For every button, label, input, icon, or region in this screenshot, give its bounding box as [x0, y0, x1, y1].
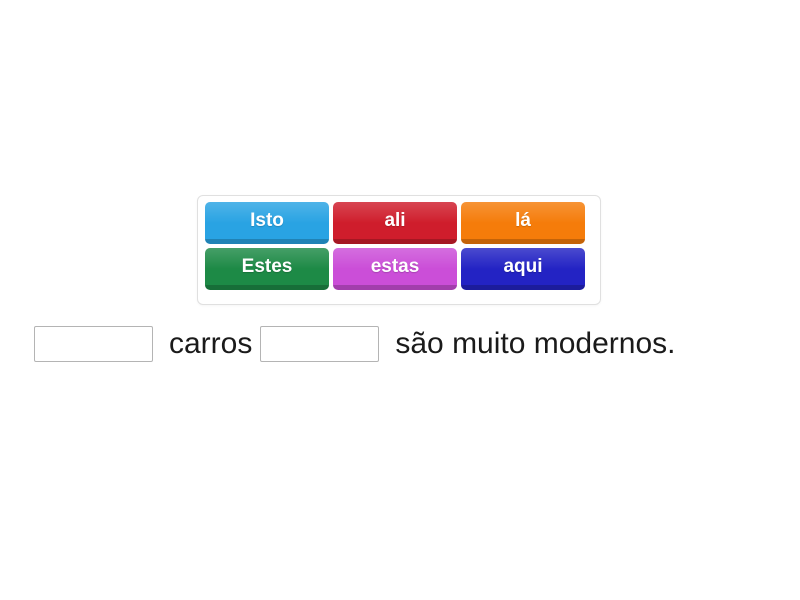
sentence-segment-1: carros — [169, 327, 253, 360]
tile-slot-4: Estes — [203, 248, 331, 294]
word-tile-label: estas — [370, 256, 420, 277]
word-tile-aqui[interactable]: aqui — [461, 248, 585, 290]
tile-slot-2: ali — [331, 202, 459, 248]
tile-slot-3: lá — [459, 202, 587, 248]
word-tile-label: aqui — [503, 256, 543, 277]
word-tile-isto[interactable]: Isto — [205, 202, 329, 244]
sentence-segment-2: são muito modernos. — [395, 327, 676, 360]
word-tile-label: ali — [384, 210, 406, 231]
word-tile-la[interactable]: lá — [461, 202, 585, 244]
word-tile-estes[interactable]: Estes — [205, 248, 329, 290]
word-tile-estas[interactable]: estas — [333, 248, 457, 290]
word-tile-label: Isto — [250, 210, 284, 231]
tile-slot-1: Isto — [203, 202, 331, 248]
word-bank-panel: Isto ali lá Estes estas aqui — [197, 195, 601, 305]
blank-slot-1[interactable] — [34, 326, 153, 362]
word-tile-label: Estes — [241, 256, 293, 277]
tile-slot-5: estas — [331, 248, 459, 294]
word-tile-label: lá — [515, 210, 531, 231]
word-tile-ali[interactable]: ali — [333, 202, 457, 244]
tile-slot-6: aqui — [459, 248, 587, 294]
blank-slot-2[interactable] — [260, 326, 380, 362]
sentence-row: carros são muito modernos. — [34, 318, 774, 370]
